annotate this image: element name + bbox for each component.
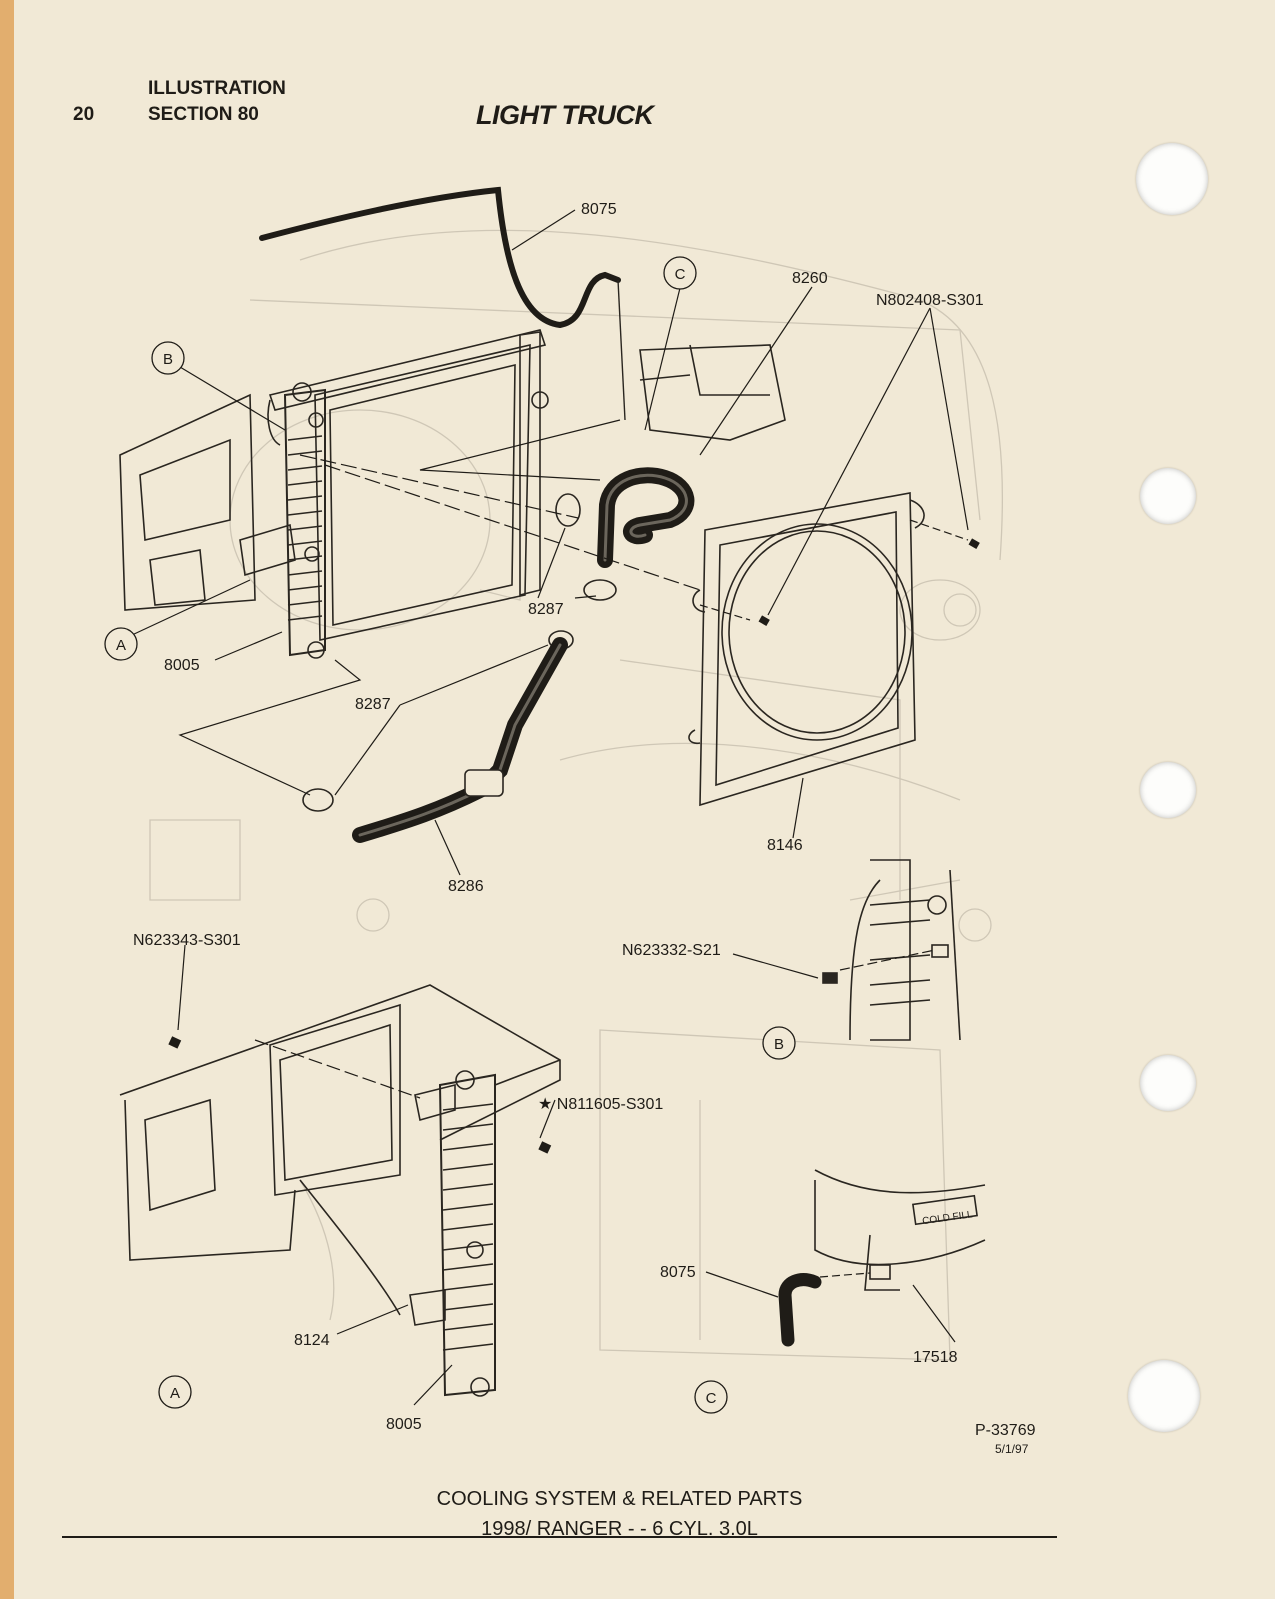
callout-n802408-s301: N802408-S301	[876, 292, 984, 309]
footer-title: COOLING SYSTEM & RELATED PARTS	[436, 1488, 803, 1510]
callout-n623332-s21: N623332-S21	[622, 942, 721, 959]
cold-fill-mark: COLD FILL	[922, 1209, 974, 1227]
callout-8075-lower: 8075	[660, 1264, 696, 1281]
detail-a-fasteners	[168, 1036, 552, 1154]
footer-model: 1998/ RANGER - - 6 CYL. 3.0L	[481, 1518, 758, 1540]
shroud-bolts	[758, 538, 980, 626]
detail-ref-c: C	[675, 266, 686, 283]
illustration-number: P-33769	[975, 1422, 1036, 1439]
detail-label-a: A	[170, 1385, 180, 1402]
callout-8146: 8146	[767, 837, 803, 854]
callout-8005-lower: 8005	[386, 1416, 422, 1433]
callout-n811605-s301: ★ N811605-S301	[538, 1096, 663, 1113]
detail-a-core-support	[119, 984, 561, 1397]
hose-clamps	[302, 493, 617, 812]
header-illustration: ILLUSTRATION	[148, 78, 286, 99]
fan-shroud-8146	[688, 492, 925, 807]
callout-8286: 8286	[448, 878, 484, 895]
detail-label-c: C	[706, 1390, 717, 1407]
header-section: SECTION 80	[148, 104, 259, 125]
binder-hole	[1136, 143, 1208, 215]
overflow-hose-8075-detail	[778, 1273, 822, 1347]
page-number: 20	[73, 104, 95, 125]
catalog-page	[14, 0, 1275, 1599]
detail-ref-b: B	[163, 351, 173, 368]
callout-n623343-s301: N623343-S301	[133, 932, 241, 949]
overflow-hose-8075	[259, 186, 621, 329]
binder-hole	[1140, 762, 1196, 818]
detail-label-b: B	[774, 1036, 784, 1053]
binder-hole	[1140, 1055, 1196, 1111]
page-edge	[0, 0, 14, 1599]
binder-hole	[1140, 468, 1196, 524]
lower-hose-8286	[352, 637, 568, 843]
page-title: LIGHT TRUCK	[476, 100, 654, 130]
leader-lines	[131, 209, 969, 1406]
binder-hole	[1128, 1360, 1200, 1432]
callout-8260: 8260	[792, 270, 828, 287]
callout-17518: 17518	[913, 1349, 958, 1366]
callout-8287-upper: 8287	[528, 601, 564, 618]
illustration-date: 5/1/97	[995, 1442, 1029, 1456]
callout-8005-upper: 8005	[164, 657, 200, 674]
radiator-assembly-top	[119, 329, 549, 659]
detail-c-reservoir	[814, 1169, 986, 1291]
detail-ref-a: A	[116, 637, 126, 654]
callout-8124: 8124	[294, 1332, 330, 1349]
detail-b-radiator	[822, 859, 961, 1041]
callout-8287-lower: 8287	[355, 696, 391, 713]
callout-8075: 8075	[581, 201, 617, 218]
detail-circles	[104, 256, 796, 1414]
hose-tee	[464, 769, 504, 797]
